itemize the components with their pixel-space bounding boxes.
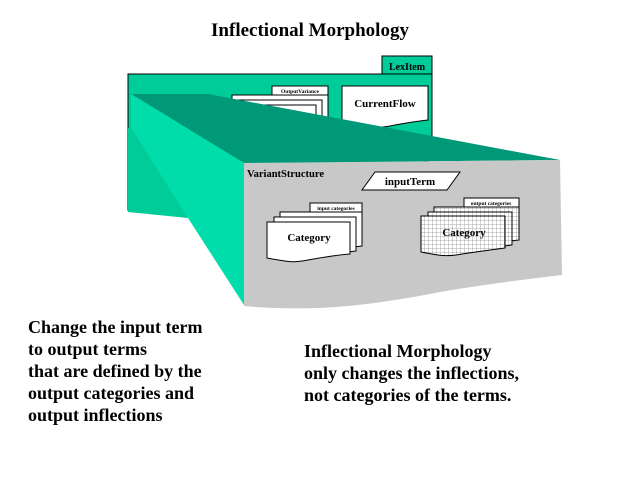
input-term-shape [361, 171, 461, 191]
variant-structure-label: VariantStructure [247, 169, 324, 180]
diagram-title: Inflectional Morphology [211, 20, 409, 41]
summary-note: Inflectional Morphology only changes the… [304, 340, 519, 406]
input-categories-stack: input categories Category [266, 202, 363, 263]
variant-structure-background [244, 160, 562, 309]
note-line: output inflections [28, 405, 163, 425]
variant-structure-panel: VariantStructure inputTerm input categor… [244, 160, 562, 309]
note-line: not categories of the terms. [304, 385, 512, 405]
note-line: Change the input term [28, 317, 203, 337]
explanation-note: Change the input term to output terms th… [28, 316, 203, 426]
funnel-side-shadow [128, 128, 188, 218]
output-category-label: Category [442, 227, 486, 239]
input-category-card [266, 221, 351, 263]
note-line: Inflectional Morphology [304, 341, 492, 361]
input-term-label: inputTerm [385, 176, 435, 188]
input-category-label: Category [287, 232, 331, 244]
output-categories-stack: output categories Category [420, 197, 520, 257]
output-categories-tab-label: output categories [471, 201, 511, 207]
note-line: only changes the inflections, [304, 363, 520, 383]
current-flow-label: CurrentFlow [354, 98, 416, 110]
note-line: to output terms [28, 339, 147, 359]
output-category-card [420, 215, 506, 257]
lexitem-label: LexItem [389, 62, 426, 73]
funnel-side-face [131, 94, 244, 305]
input-categories-tab-label: input categories [317, 206, 354, 212]
projection-funnel [128, 94, 560, 305]
funnel-top-face [131, 94, 560, 163]
note-line: output categories and [28, 383, 194, 403]
note-line: that are defined by the [28, 361, 202, 381]
output-variance-label: OutputVariance [281, 89, 320, 95]
